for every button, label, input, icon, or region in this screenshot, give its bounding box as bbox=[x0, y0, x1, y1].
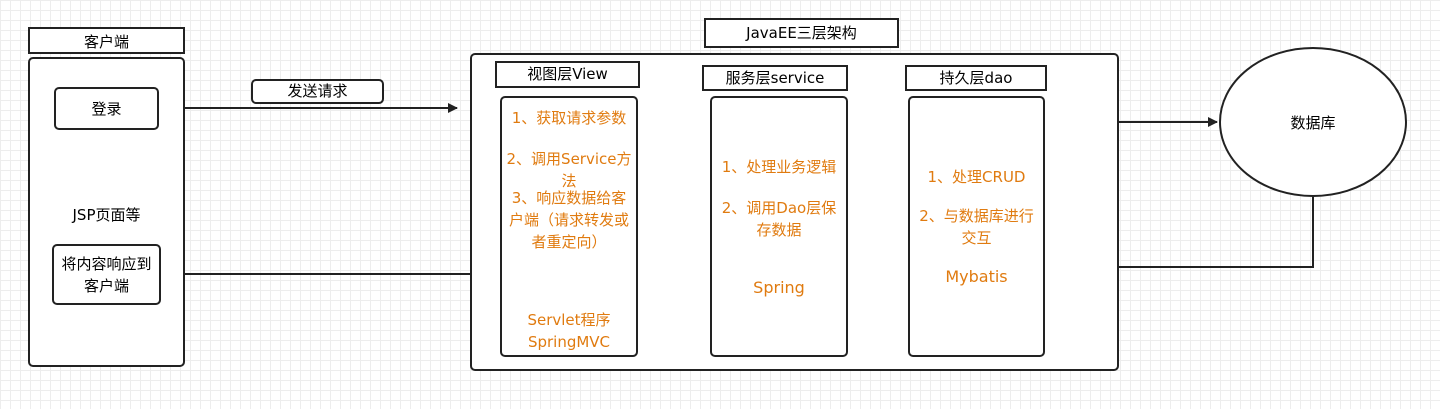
dao-tech: Mybatis bbox=[945, 267, 1008, 286]
database-label: 数据库 bbox=[1290, 114, 1336, 132]
dao-layer-title: 持久层dao bbox=[905, 65, 1047, 91]
view-layer-title: 视图层View bbox=[495, 61, 640, 88]
send-request-label: 发送请求 bbox=[251, 79, 384, 104]
client-title: 客户端 bbox=[28, 27, 185, 54]
view-layer-box bbox=[500, 96, 638, 357]
respond-to-client-box: 将内容响应到客户端 bbox=[52, 244, 161, 305]
jsp-pages-label: JSP页面等 bbox=[72, 206, 141, 224]
service-item-1: 1、处理业务逻辑 bbox=[721, 158, 837, 176]
service-layer-title: 服务层service bbox=[702, 65, 848, 91]
service-item-2: 2、调用Dao层保存数据 bbox=[721, 199, 837, 239]
respond-label: 将内容响应到客户端 bbox=[61, 254, 152, 295]
view-item-2: 2、调用Service方法 bbox=[506, 150, 632, 190]
architecture-title: JavaEE三层架构 bbox=[704, 18, 899, 48]
database-shape bbox=[1219, 47, 1407, 197]
dao-item-2: 2、与数据库进行交互 bbox=[919, 207, 1034, 247]
login-button[interactable]: 登录 bbox=[54, 87, 159, 130]
view-item-3: 3、响应数据给客户端（请求转发或者重定向） bbox=[508, 189, 629, 251]
login-label: 登录 bbox=[91, 100, 122, 118]
dao-item-1: 1、处理CRUD bbox=[927, 168, 1026, 186]
service-layer-box bbox=[710, 96, 848, 357]
service-tech: Spring bbox=[753, 278, 805, 297]
dao-layer-box bbox=[908, 96, 1045, 357]
view-item-1: 1、获取请求参数 bbox=[511, 109, 627, 127]
view-tech: Servlet程序 SpringMVC bbox=[527, 311, 611, 351]
arrow-db-to-dao bbox=[1047, 197, 1314, 272]
